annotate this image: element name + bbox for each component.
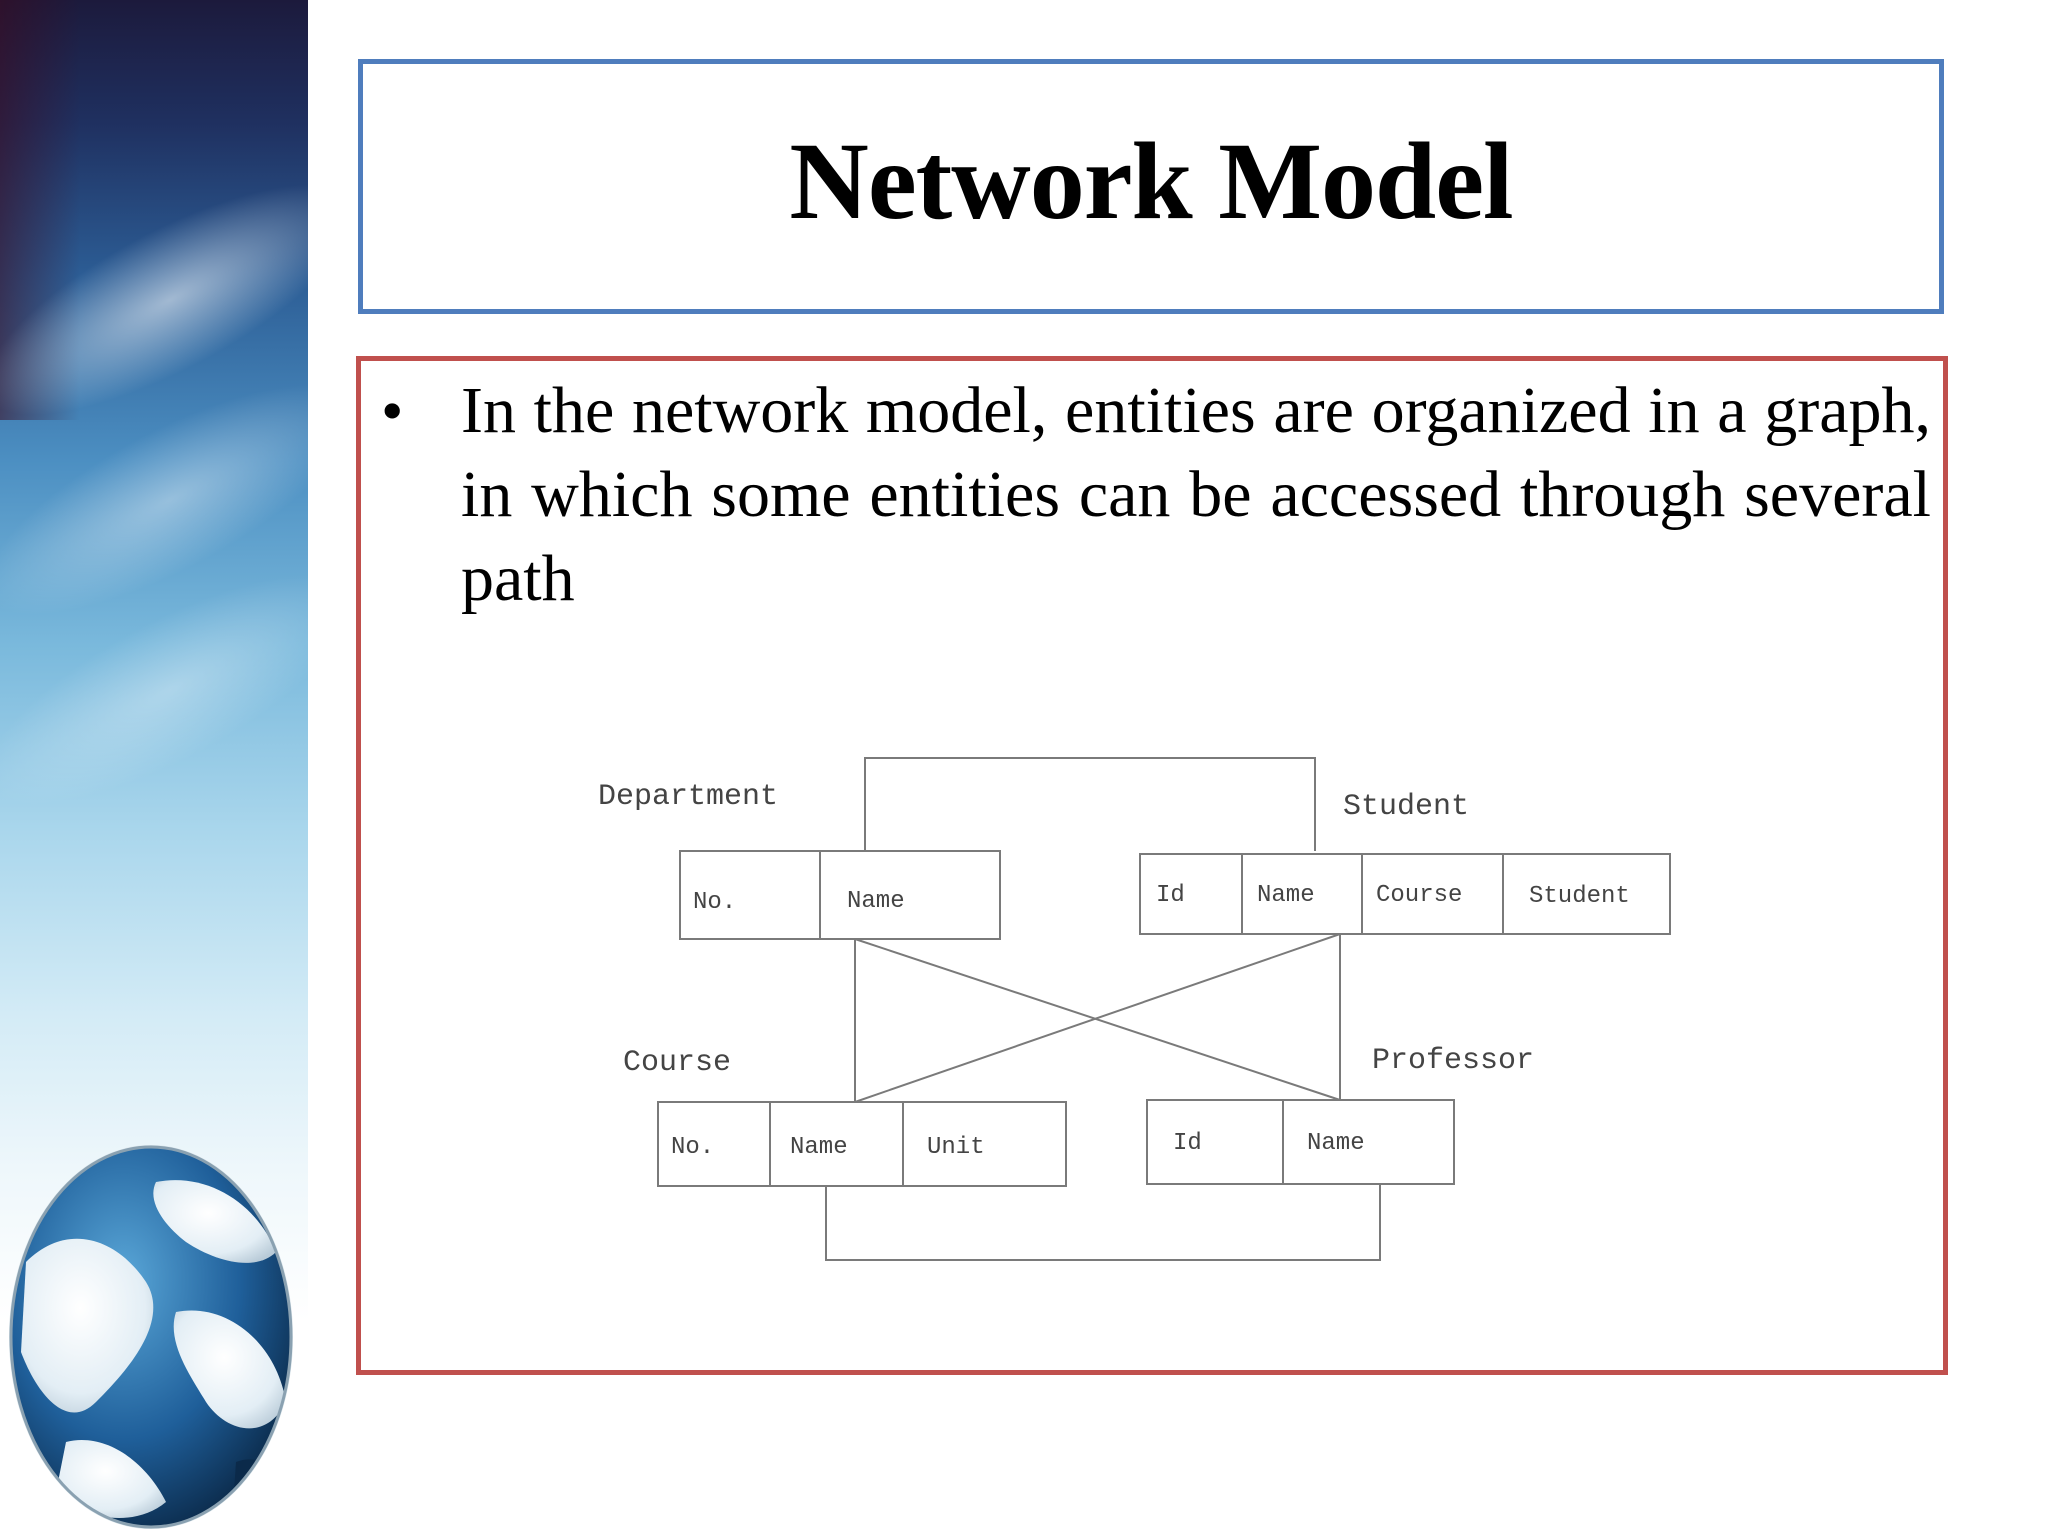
entity-label-student: Student	[1343, 790, 1469, 824]
professor-field: Name	[1307, 1130, 1365, 1157]
department-field: No.	[693, 889, 736, 916]
sidebar-decoration	[0, 0, 308, 1536]
connector-course-professor	[825, 1184, 1381, 1261]
department-table	[679, 850, 1001, 940]
department-field: Name	[847, 888, 905, 915]
connector-department-professor	[854, 938, 1341, 1101]
connector-department-student	[864, 757, 1316, 851]
bullet-text: In the network model, entities are organ…	[461, 374, 1931, 615]
professor-table	[1146, 1099, 1455, 1185]
connector-student-course	[854, 933, 1341, 1103]
title-box: Network Model	[358, 59, 1944, 314]
network-model-diagram: Department Student Course Professor No. …	[598, 757, 1671, 1261]
entity-label-professor: Professor	[1372, 1044, 1534, 1078]
student-field: Name	[1257, 882, 1315, 909]
course-field: Name	[790, 1134, 848, 1161]
student-field: Student	[1529, 883, 1630, 910]
entity-label-course: Course	[623, 1046, 731, 1080]
student-field: Id	[1156, 882, 1185, 909]
bullet-item: • In the network model, entities are org…	[381, 369, 1931, 621]
course-table	[657, 1101, 1067, 1187]
content-box: • In the network model, entities are org…	[356, 356, 1948, 1375]
student-table	[1139, 853, 1671, 935]
course-field: Unit	[927, 1134, 985, 1161]
course-field: No.	[671, 1134, 714, 1161]
entity-label-department: Department	[598, 780, 778, 814]
professor-field: Id	[1173, 1130, 1202, 1157]
globe-icon	[9, 1145, 293, 1529]
bullet-marker: •	[381, 375, 404, 446]
slide-title: Network Model	[789, 120, 1513, 242]
student-field: Course	[1376, 882, 1462, 909]
